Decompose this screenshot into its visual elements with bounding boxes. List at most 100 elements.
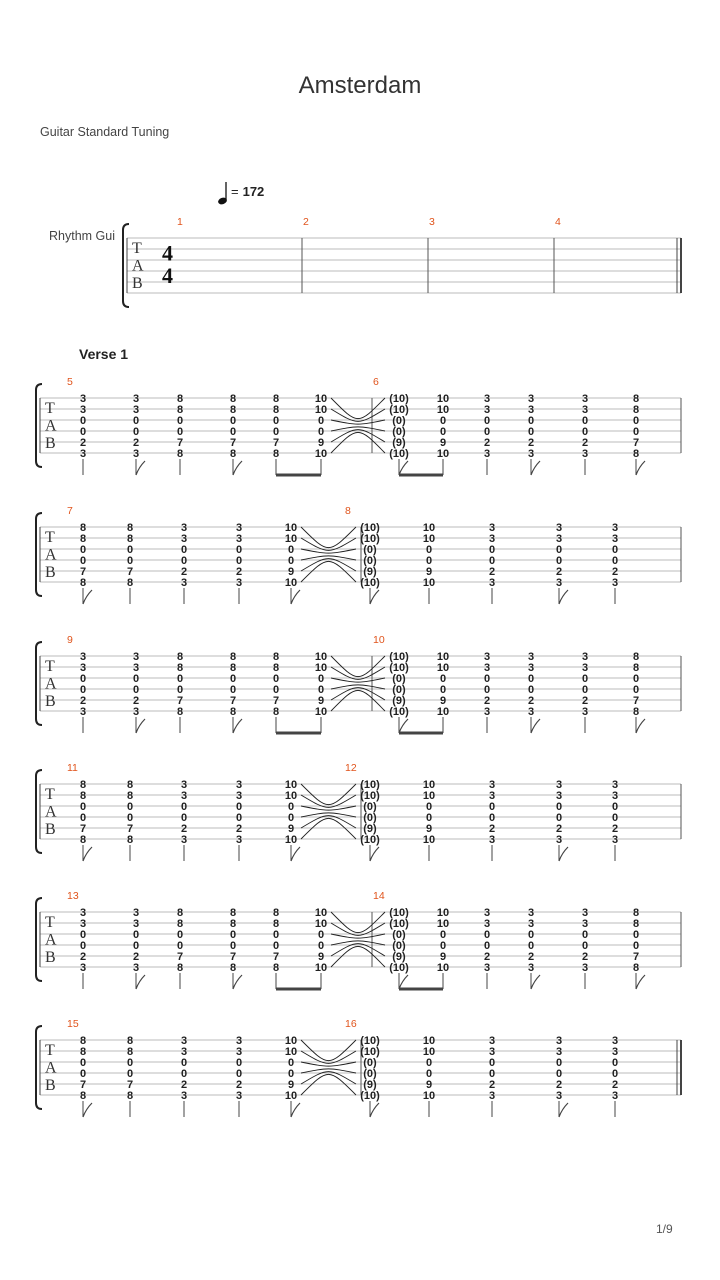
- fret-number: 8: [230, 448, 236, 460]
- fret-number: 7: [177, 695, 183, 707]
- fret-number: 10: [285, 1046, 297, 1058]
- fret-number: 10: [437, 448, 449, 460]
- fret-number: 3: [484, 448, 490, 460]
- fret-number: 0: [489, 1057, 495, 1069]
- fret-number: (10): [360, 834, 380, 846]
- fret-number: 3: [556, 522, 562, 534]
- fret-number: 8: [230, 651, 236, 663]
- fret-number: 9: [318, 695, 324, 707]
- fret-number: 10: [285, 1035, 297, 1047]
- fret-number: 3: [181, 577, 187, 589]
- fret-number: 10: [437, 393, 449, 405]
- fret-number: 2: [236, 566, 242, 578]
- fret-number: (0): [392, 684, 406, 696]
- time-signature-top: 4: [162, 241, 173, 266]
- fret-number: 3: [80, 651, 86, 663]
- fret-number: 2: [133, 695, 139, 707]
- fret-number: 10: [315, 706, 327, 718]
- quarter-note-icon: [218, 182, 227, 205]
- fret-number: 3: [484, 918, 490, 930]
- fret-number: 2: [556, 566, 562, 578]
- tie-curve: [330, 684, 386, 690]
- fret-number: (10): [389, 907, 409, 919]
- fret-number: 0: [633, 673, 639, 685]
- fret-number: 0: [133, 940, 139, 952]
- fret-number: 0: [273, 426, 279, 438]
- fret-number: 7: [80, 566, 86, 578]
- tab-letter-t: T: [45, 658, 55, 675]
- fret-number: 0: [133, 673, 139, 685]
- fret-number: 0: [633, 415, 639, 427]
- fret-number: 0: [318, 415, 324, 427]
- fret-number: 8: [127, 779, 133, 791]
- fret-number: 0: [484, 426, 490, 438]
- fret-number: 0: [582, 426, 588, 438]
- fret-number: 0: [440, 673, 446, 685]
- fret-number: 3: [528, 662, 534, 674]
- fret-number: 0: [612, 801, 618, 813]
- fret-number: 10: [423, 834, 435, 846]
- fret-number: 3: [612, 522, 618, 534]
- fret-number: 3: [556, 834, 562, 846]
- fret-number: 8: [80, 577, 86, 589]
- fret-number: 0: [556, 555, 562, 567]
- tab-letter-t: T: [132, 240, 142, 257]
- fret-number: 10: [285, 533, 297, 545]
- tie-curve: [330, 666, 386, 680]
- fret-number: (10): [389, 662, 409, 674]
- fret-number: 10: [315, 448, 327, 460]
- fret-number: 8: [177, 651, 183, 663]
- system-bracket: [122, 223, 130, 308]
- fret-number: (0): [392, 940, 406, 952]
- fret-number: (10): [389, 393, 409, 405]
- measure-number: 10: [373, 634, 385, 646]
- fret-number: 3: [489, 790, 495, 802]
- note-flag: [290, 589, 301, 605]
- fret-number: (0): [392, 415, 406, 427]
- tie-curve: [300, 1071, 357, 1085]
- note-flag: [232, 460, 243, 476]
- tie-curve: [330, 408, 386, 422]
- fret-number: 0: [528, 673, 534, 685]
- measure-number: 11: [67, 762, 78, 774]
- fret-number: 0: [181, 555, 187, 567]
- fret-number: 3: [612, 1090, 618, 1102]
- fret-number: 0: [288, 1068, 294, 1080]
- fret-number: 0: [633, 426, 639, 438]
- fret-number: 3: [612, 790, 618, 802]
- tab-letter-a: A: [45, 546, 57, 563]
- fret-number: 0: [426, 555, 432, 567]
- tab-letter-a: A: [45, 1059, 57, 1076]
- fret-number: 8: [273, 651, 279, 663]
- tab-letter-a: A: [45, 803, 57, 820]
- fret-number: 0: [133, 684, 139, 696]
- fret-number: 3: [556, 577, 562, 589]
- fret-number: (10): [389, 651, 409, 663]
- fret-number: 9: [288, 1079, 294, 1091]
- note-flag: [558, 589, 569, 605]
- fret-number: (9): [363, 1079, 377, 1091]
- fret-number: 7: [127, 823, 133, 835]
- fret-number: 3: [133, 404, 139, 416]
- fret-number: 0: [181, 801, 187, 813]
- note-flag: [558, 846, 569, 862]
- fret-number: (10): [389, 962, 409, 974]
- tie-curve: [300, 1068, 357, 1074]
- measure-number: 1: [177, 216, 183, 228]
- fret-number: 0: [80, 426, 86, 438]
- fret-number: 0: [127, 1057, 133, 1069]
- fret-number: 8: [177, 918, 183, 930]
- fret-number: 0: [318, 673, 324, 685]
- tab-letter-b: B: [45, 1077, 56, 1094]
- fret-number: 8: [177, 962, 183, 974]
- measure-number: 15: [67, 1018, 79, 1030]
- fret-number: 0: [236, 544, 242, 556]
- fret-number: 0: [489, 801, 495, 813]
- fret-number: 2: [528, 695, 534, 707]
- fret-number: 10: [423, 577, 435, 589]
- fret-number: 8: [273, 907, 279, 919]
- fret-number: 0: [484, 929, 490, 941]
- fret-number: 0: [440, 684, 446, 696]
- fret-number: 3: [582, 918, 588, 930]
- note-flag: [82, 1102, 93, 1118]
